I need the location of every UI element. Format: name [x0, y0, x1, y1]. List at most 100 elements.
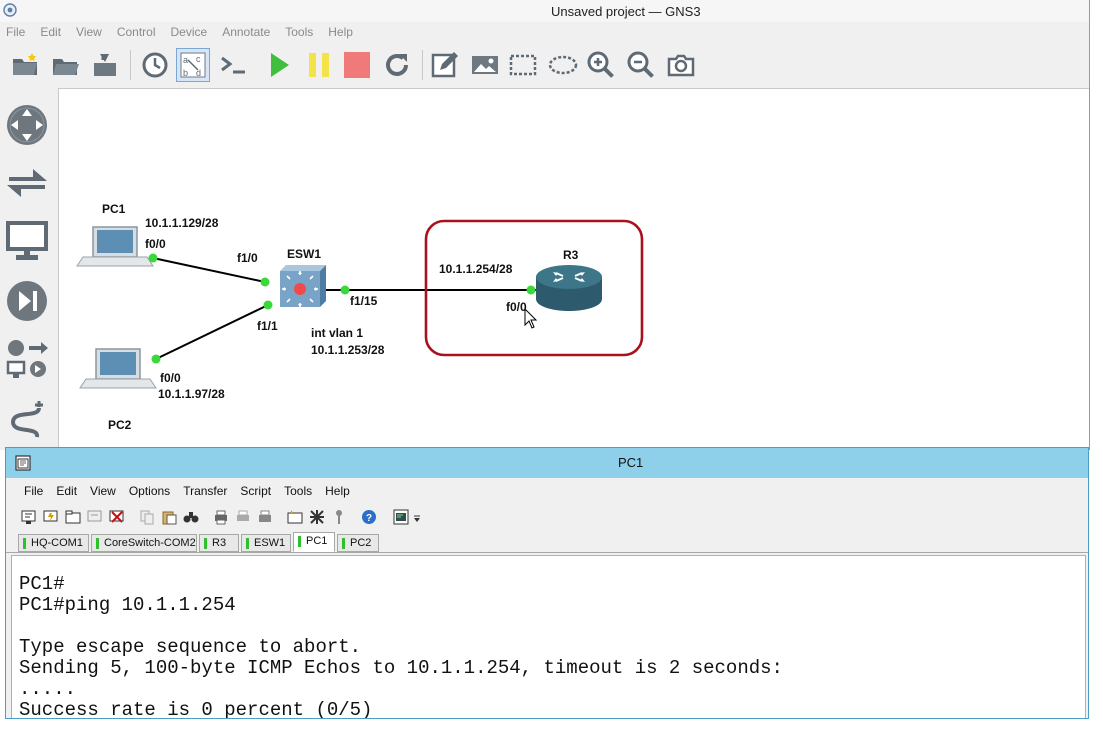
crt-menu-transfer[interactable]: Transfer	[183, 484, 228, 498]
device-panel	[0, 88, 56, 450]
pc2-node[interactable]	[79, 348, 157, 389]
pc1-node[interactable]	[76, 226, 154, 267]
menu-annotate[interactable]: Annotate	[222, 25, 271, 39]
suspend-all-button[interactable]	[302, 48, 336, 82]
connect-in-tab-icon[interactable]	[64, 508, 82, 526]
rectangle-icon	[509, 54, 537, 76]
link-pc2-esw1[interactable]	[155, 304, 269, 360]
crt-window-title: PC1	[618, 455, 644, 470]
print-selection-icon[interactable]	[234, 508, 252, 526]
menu-control[interactable]: Control	[116, 25, 156, 39]
port-up-indicator	[260, 277, 270, 287]
r3-ip-label: 10.1.1.254/28	[439, 262, 513, 276]
crt-menu-help[interactable]: Help	[325, 484, 350, 498]
menu-help[interactable]: Help	[328, 25, 353, 39]
pause-icon	[309, 53, 329, 77]
zoom-in-button[interactable]	[584, 48, 618, 82]
stop-all-button[interactable]	[340, 48, 374, 82]
copy-icon[interactable]	[138, 508, 156, 526]
print-icon[interactable]	[212, 508, 230, 526]
esw1-f1-1-label: f1/1	[257, 319, 278, 333]
browse-switches-button[interactable]	[4, 160, 50, 206]
crt-menu-file[interactable]: File	[24, 484, 44, 498]
browse-end-devices-button[interactable]	[4, 218, 50, 264]
crt-toolbar: ?	[6, 504, 1088, 530]
tab-r3[interactable]: R3	[199, 534, 239, 552]
crt-menu-edit[interactable]: Edit	[56, 484, 78, 498]
paste-icon[interactable]	[160, 508, 178, 526]
session-options-icon[interactable]	[286, 508, 304, 526]
reload-all-button[interactable]	[380, 48, 414, 82]
reconnect-icon[interactable]	[86, 508, 104, 526]
add-note-button[interactable]	[428, 48, 462, 82]
port-up-indicator	[526, 285, 536, 295]
crt-menu-options[interactable]: Options	[128, 484, 171, 498]
port-up-indicator	[263, 300, 273, 310]
menu-view[interactable]: View	[76, 25, 102, 39]
save-project-button[interactable]	[88, 48, 122, 82]
browse-security-devices-button[interactable]	[4, 278, 50, 324]
start-all-button[interactable]	[262, 48, 296, 82]
r3-node[interactable]	[536, 265, 602, 311]
tab-coreswitch-com2[interactable]: CoreSwitch-COM2	[91, 534, 197, 552]
crt-menu-view[interactable]: View	[90, 484, 116, 498]
session-tab-bar: HQ-COM1 CoreSwitch-COM2 R3 ESW1 PC1 PC2	[18, 532, 1088, 552]
toolbar-separator	[130, 50, 131, 80]
new-project-button[interactable]	[8, 48, 42, 82]
gns3-menu-bar: File Edit View Control Device Annotate T…	[0, 22, 1089, 42]
terminal-line: .....	[19, 678, 77, 700]
browse-all-devices-button[interactable]	[4, 336, 50, 382]
quick-connect-icon[interactable]	[42, 508, 60, 526]
connect-icon[interactable]	[20, 508, 38, 526]
new-folder-icon	[13, 53, 37, 75]
tab-label: HQ-COM1	[31, 537, 83, 549]
draw-rectangle-button[interactable]	[506, 48, 540, 82]
keymap-icon[interactable]	[330, 508, 348, 526]
gns3-window: Unsaved project — GNS3 File Edit View Co…	[0, 0, 1090, 450]
terminal-line: Type escape sequence to abort.	[19, 636, 362, 658]
find-icon[interactable]	[182, 508, 200, 526]
tab-hq-com1[interactable]: HQ-COM1	[18, 534, 89, 552]
menu-tools[interactable]: Tools	[285, 25, 314, 39]
menu-device[interactable]: Device	[170, 25, 208, 39]
crt-menu-tools[interactable]: Tools	[284, 484, 313, 498]
sftp-icon[interactable]	[392, 508, 410, 526]
console-all-button[interactable]	[216, 48, 250, 82]
terminal-output[interactable]: PC1# PC1#ping 10.1.1.254 Type escape seq…	[11, 555, 1086, 719]
zoom-out-button[interactable]	[624, 48, 658, 82]
picture-icon	[472, 56, 498, 74]
open-project-button[interactable]	[48, 48, 82, 82]
terminal-prompt-icon	[221, 56, 245, 74]
r3-port-label: f0/0	[506, 300, 527, 314]
insert-picture-button[interactable]	[468, 48, 502, 82]
reload-icon	[386, 54, 408, 76]
add-link-button[interactable]	[4, 394, 50, 440]
zoom-out-icon	[627, 51, 654, 78]
tab-pc2[interactable]: PC2	[337, 534, 379, 552]
help-icon[interactable]: ?	[360, 508, 378, 526]
menu-file[interactable]: File	[6, 25, 26, 39]
global-options-icon[interactable]	[308, 508, 326, 526]
tab-pc1[interactable]: PC1	[293, 532, 335, 552]
terminal-line: Success rate is 0 percent (0/5)	[19, 699, 373, 719]
ellipse-icon	[548, 55, 578, 75]
topology-canvas[interactable]: PC1 10.1.1.129/28 f0/0 f1/0 ESW1 f1/15 f…	[58, 88, 1089, 450]
browse-routers-button[interactable]	[4, 102, 50, 148]
link-pc1-esw1[interactable]	[152, 257, 266, 283]
screenshot-button[interactable]	[664, 48, 698, 82]
esw1-node[interactable]	[280, 265, 326, 307]
print-setup-icon[interactable]	[256, 508, 274, 526]
toolbar-overflow-icon[interactable]	[412, 508, 422, 526]
play-skip-icon	[7, 281, 47, 321]
draw-ellipse-button[interactable]	[546, 48, 580, 82]
menu-edit[interactable]: Edit	[40, 25, 62, 39]
disconnect-icon[interactable]	[108, 508, 126, 526]
svg-text:c: c	[196, 54, 201, 64]
tab-esw1[interactable]: ESW1	[241, 534, 291, 552]
snapshot-button[interactable]	[138, 48, 172, 82]
crt-menu-script[interactable]: Script	[240, 484, 272, 498]
pc1-port-label: f0/0	[145, 237, 166, 251]
vlan-ip-label: 10.1.1.253/28	[311, 343, 385, 357]
